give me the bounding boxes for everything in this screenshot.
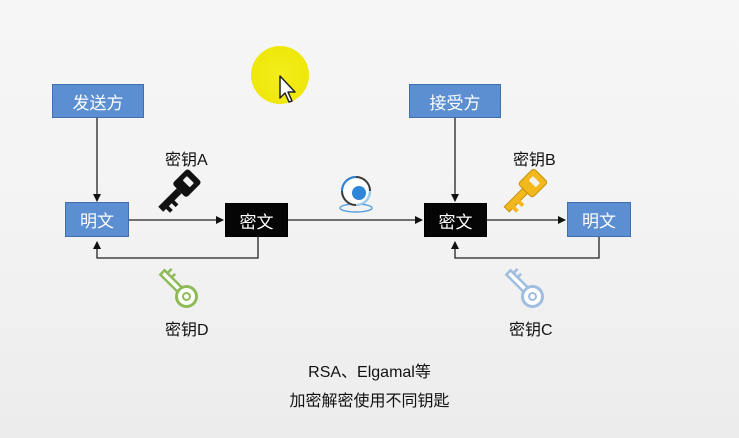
key-c-icon [504, 268, 544, 308]
key-d-icon [158, 268, 198, 308]
network-transfer-icon [339, 176, 373, 213]
receiver-box: 接受方 [409, 84, 501, 118]
sender-label: 发送方 [72, 93, 124, 113]
key-b-icon [503, 168, 548, 213]
arrow-plaintext-to-ciphertext-return [451, 237, 600, 259]
plaintext-right-label: 明文 [582, 212, 616, 231]
key-d-label: 密钥D [165, 322, 209, 339]
ciphertext-right-label: 密文 [438, 212, 473, 232]
ciphertext-right-box: 密文 [424, 203, 487, 237]
ciphertext-left-label: 密文 [239, 212, 274, 232]
key-b-label: 密钥B [513, 152, 556, 169]
plaintext-right-box: 明文 [567, 202, 631, 237]
plaintext-left-box: 明文 [65, 202, 129, 237]
caption-algorithms: RSA、Elgamal等 [308, 364, 431, 381]
receiver-label: 接受方 [429, 93, 481, 113]
sender-box: 发送方 [52, 84, 144, 118]
plaintext-left-label: 明文 [80, 212, 114, 231]
arrow-ciphertext-to-plaintext-return [93, 237, 259, 259]
key-a-icon [158, 169, 201, 213]
mouse-pointer-icon [279, 75, 296, 103]
key-c-label: 密钥C [509, 322, 553, 339]
key-a-label: 密钥A [165, 152, 208, 169]
ciphertext-left-box: 密文 [225, 203, 288, 237]
caption-description: 加密解密使用不同钥匙 [289, 393, 450, 410]
